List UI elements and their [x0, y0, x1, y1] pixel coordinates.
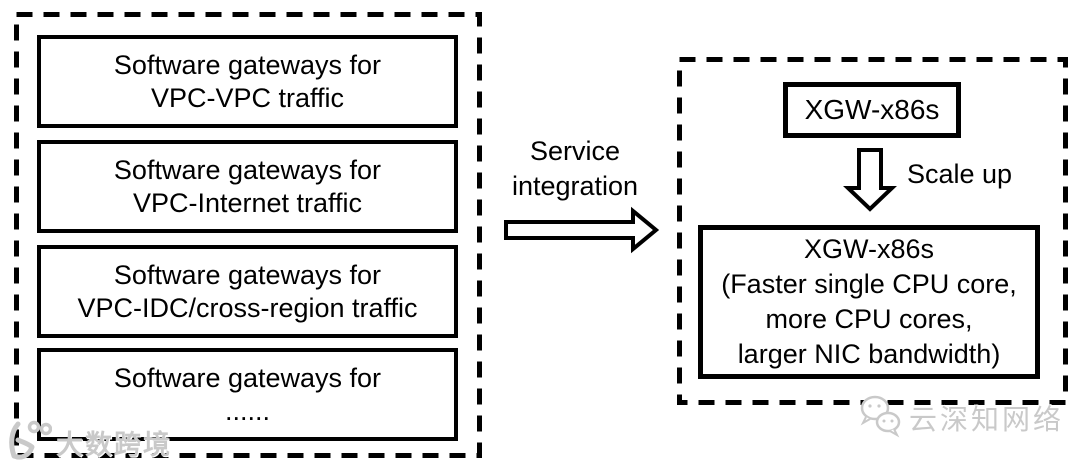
service-integration-label-line: Service — [529, 136, 621, 166]
xgw-upgraded-line: XGW-x86s — [803, 234, 935, 264]
xgw-x86s-box: XGW-x86s — [783, 82, 961, 138]
xgw-x86s-upgraded-box: XGW-x86s (Faster single CPU core, more C… — [698, 225, 1040, 379]
watermark-bottom-right: 云深知网络 — [858, 392, 1064, 443]
xgw-upgraded-line: larger NIC bandwidth) — [737, 339, 1001, 369]
xgw-upgraded-line: (Faster single CPU core, — [721, 269, 1017, 299]
service-integration-label-line: integration — [511, 171, 639, 201]
gateway-box-line: Software gateways for — [113, 362, 382, 393]
xgw-upgraded-line: more CPU cores, — [765, 304, 973, 334]
gateway-box-others: Software gateways for ...... — [37, 348, 458, 441]
watermark-bottom-right-text: 云深知网络 — [909, 403, 1065, 435]
gateway-box-line: ...... — [224, 395, 270, 426]
gateway-box-line: Software gateways for — [113, 154, 382, 185]
down-arrow-icon — [843, 148, 897, 212]
wechat-icon — [858, 392, 904, 443]
xgw-x86s-box-label: XGW-x86s — [804, 94, 940, 125]
gateway-box-line: VPC-Internet traffic — [132, 187, 363, 218]
gateway-box-line: VPC-IDC/cross-region traffic — [77, 292, 418, 323]
service-integration-label: Service integration — [494, 134, 656, 204]
gateway-box-line: Software gateways for — [113, 259, 382, 290]
gateway-box-vpc-vpc: Software gateways for VPC-VPC traffic — [37, 35, 458, 128]
watermark-bottom-left: 大数跨境 — [4, 418, 172, 467]
gateway-box-line: VPC-VPC traffic — [150, 82, 345, 113]
right-arrow-icon — [504, 206, 660, 254]
gateway-box-vpc-idc: Software gateways for VPC-IDC/cross-regi… — [37, 245, 458, 338]
software-gateways-dashed-container — [14, 12, 482, 458]
watermark-bottom-left-text: 大数跨境 — [56, 430, 172, 460]
watermark-logo-icon — [4, 418, 53, 467]
gateway-box-vpc-internet: Software gateways for VPC-Internet traff… — [37, 140, 458, 233]
scale-up-label: Scale up — [907, 159, 1013, 189]
gateway-box-line: Software gateways for — [113, 49, 382, 80]
